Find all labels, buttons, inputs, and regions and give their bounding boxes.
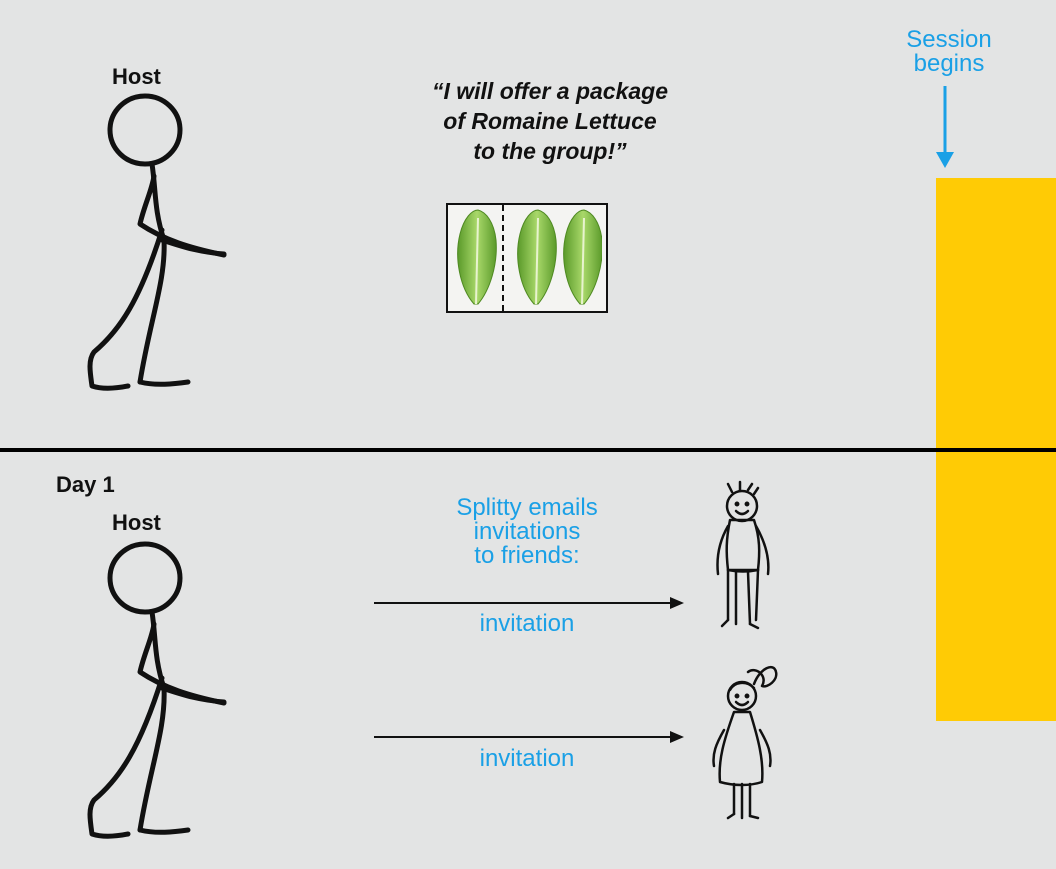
host-quote: “I will offer a package of Romaine Lettu… — [360, 76, 740, 166]
lettuce-icons — [457, 209, 602, 305]
package-divider — [502, 205, 504, 311]
host-label-top: Host — [112, 64, 161, 89]
section-divider — [0, 448, 1056, 452]
right-arrow-icon — [374, 731, 684, 743]
invitation-label-2: invitation — [479, 745, 575, 772]
quote-line-3: to the group!” — [473, 138, 627, 164]
invite-caption-line-3: to friends: — [474, 542, 580, 569]
host-figure-top — [87, 93, 227, 391]
host-figure-bottom — [87, 541, 227, 839]
session-label-line-2: begins — [913, 50, 985, 77]
invite-caption-line-2: invitations — [473, 518, 581, 545]
session-begins-label: Session begins — [890, 28, 1008, 76]
romaine-lettuce-icon — [563, 209, 602, 305]
invite-caption: Splitty emails invitations to friends: — [420, 496, 634, 568]
female-friend-figure — [712, 665, 778, 820]
male-friend-figure — [716, 480, 770, 630]
quote-line-2: of Romaine Lettuce — [443, 108, 657, 134]
invitation-label-1: invitation — [479, 610, 575, 637]
romaine-lettuce-icon — [457, 209, 497, 305]
day-label: Day 1 — [56, 472, 115, 497]
right-arrow-icon — [374, 597, 684, 609]
down-arrow-icon — [936, 86, 954, 168]
romaine-lettuce-icon — [517, 209, 557, 305]
quote-line-1: “I will offer a package — [431, 78, 669, 104]
host-label-bottom: Host — [112, 510, 161, 535]
session-label-line-1: Session — [906, 26, 992, 53]
invite-caption-line-1: Splitty emails — [456, 494, 598, 521]
